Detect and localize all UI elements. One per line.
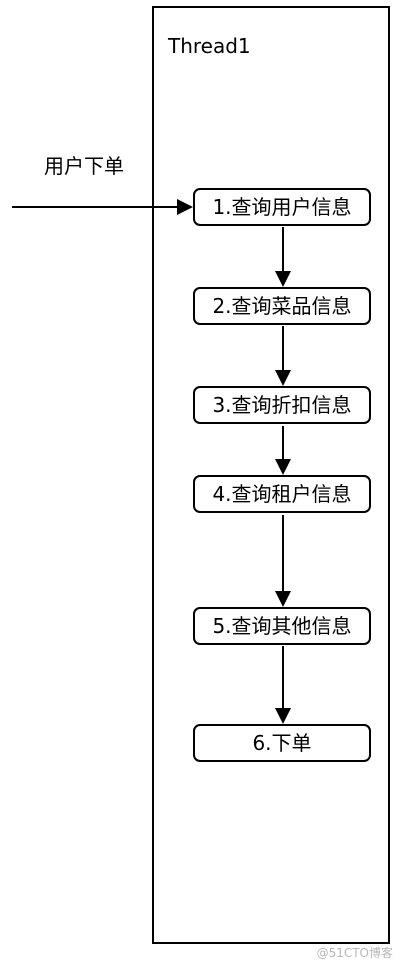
step-2-box: 2.查询菜品信息 bbox=[193, 287, 371, 325]
thread-title: Thread1 bbox=[168, 34, 251, 58]
step-6-box: 6.下单 bbox=[193, 724, 371, 762]
input-label: 用户下单 bbox=[44, 154, 124, 178]
watermark: @51CTO博客 bbox=[316, 946, 393, 960]
step-1-box: 1.查询用户信息 bbox=[193, 188, 371, 226]
step-3-box: 3.查询折扣信息 bbox=[193, 386, 371, 424]
step-5-box: 5.查询其他信息 bbox=[193, 607, 371, 645]
step-4-box: 4.查询租户信息 bbox=[193, 475, 371, 513]
